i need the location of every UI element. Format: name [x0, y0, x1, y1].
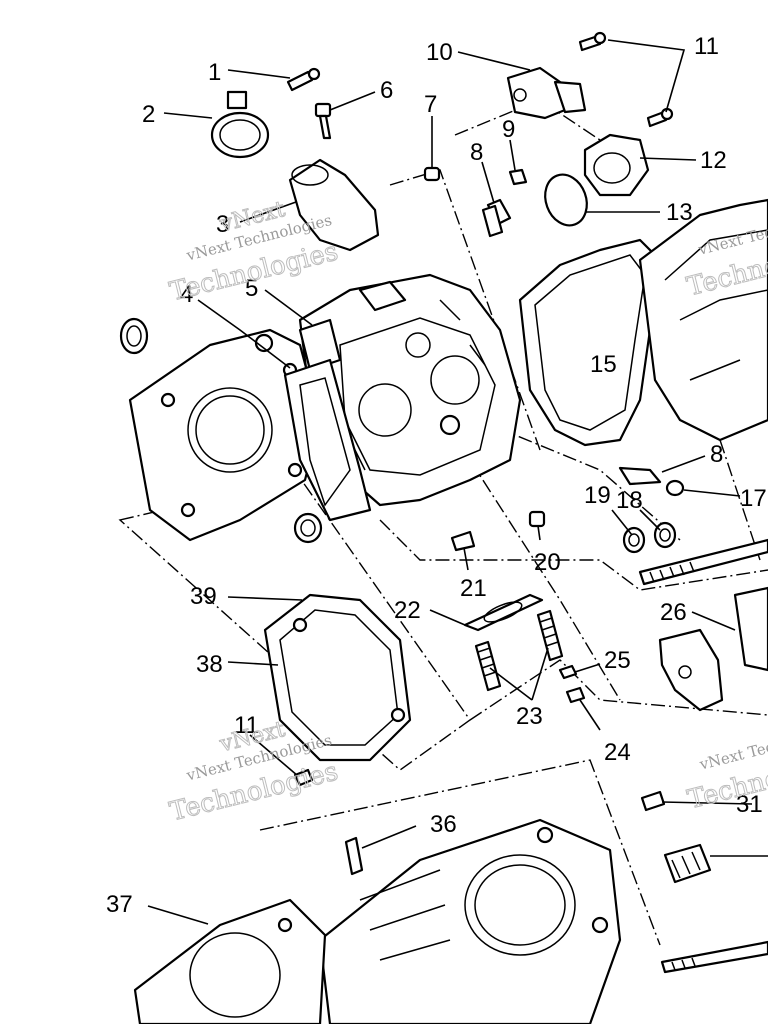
head-gasket [128, 328, 322, 542]
callout-13: 13 [666, 199, 693, 226]
clamp-screw [286, 67, 321, 92]
pin-31 [640, 790, 666, 812]
callout-24: 24 [604, 739, 631, 766]
callout-7: 7 [424, 91, 437, 118]
seal-ring-4 [119, 317, 149, 355]
seal-ring-lower [293, 512, 323, 544]
intake-boot [288, 158, 380, 252]
bolt-6 [314, 102, 332, 140]
callout-11-upper: 11 [694, 33, 719, 60]
callout-8-lower: 8 [710, 441, 723, 468]
callout-17: 17 [740, 485, 767, 512]
fitting-36 [344, 836, 364, 876]
cylinder-block [318, 818, 622, 1024]
callout-5: 5 [245, 275, 258, 302]
callout-19: 19 [584, 482, 611, 509]
screw-11-mid [646, 107, 674, 128]
callout-23: 23 [516, 703, 543, 730]
callout-10: 10 [426, 39, 453, 66]
callout-25: 25 [604, 647, 631, 674]
callout-26: 26 [660, 599, 687, 626]
dowel-pin-20 [528, 510, 546, 528]
callout-38: 38 [196, 651, 223, 678]
intake-gasket [283, 358, 372, 522]
spring-23-left [474, 640, 502, 692]
water-outlet [506, 66, 587, 120]
callout-37: 37 [106, 891, 133, 918]
callout-31: 31 [736, 791, 763, 818]
nut-9 [508, 168, 528, 186]
callout-36: 36 [430, 811, 457, 838]
callout-1: 1 [208, 59, 221, 86]
pin-8-lower [618, 466, 662, 486]
dowel-pin-7 [423, 166, 441, 182]
nut-17 [665, 479, 685, 497]
gasket-22 [463, 593, 544, 632]
bracket-26 [658, 586, 768, 712]
hose-clamp [210, 90, 270, 159]
screw-11-lower [293, 768, 314, 787]
leader-lines [147, 39, 768, 925]
screw-11-upper [578, 31, 607, 52]
callout-labels: 1 2 3 4 5 6 7 8 9 10 11 12 13 15 8 17 18… [106, 33, 767, 918]
seal-18 [653, 521, 677, 549]
bolt-21 [450, 530, 476, 552]
callout-21: 21 [460, 575, 487, 602]
valve-cover-gasket [518, 238, 662, 447]
part-25 [558, 664, 578, 680]
callout-12: 12 [700, 147, 727, 174]
thermostat-housing [583, 133, 650, 197]
callout-39: 39 [190, 583, 217, 610]
pin-8-upper [481, 198, 512, 238]
callout-20: 20 [534, 549, 561, 576]
callout-15: 15 [590, 351, 617, 378]
callout-11-lower: 11 [234, 712, 259, 739]
callout-2: 2 [142, 101, 155, 128]
spring-23-right [536, 609, 564, 662]
o-ring-13 [544, 173, 588, 227]
fitting-right [663, 843, 712, 884]
valve-cover-right [638, 198, 768, 442]
callout-9: 9 [502, 116, 515, 143]
seal-19 [622, 526, 646, 554]
watermark-vnext-tech-4: vNext Technologies [697, 720, 768, 774]
part-24 [565, 686, 586, 704]
callout-4: 4 [180, 281, 193, 308]
callout-18: 18 [616, 487, 643, 514]
callout-8-upper: 8 [470, 139, 483, 166]
callout-3: 3 [216, 211, 229, 238]
callout-6: 6 [380, 77, 393, 104]
callout-22: 22 [394, 597, 421, 624]
stud-lower [660, 940, 768, 974]
base-gasket [133, 898, 327, 1024]
side-cover [263, 593, 412, 762]
long-bolt [638, 538, 768, 586]
